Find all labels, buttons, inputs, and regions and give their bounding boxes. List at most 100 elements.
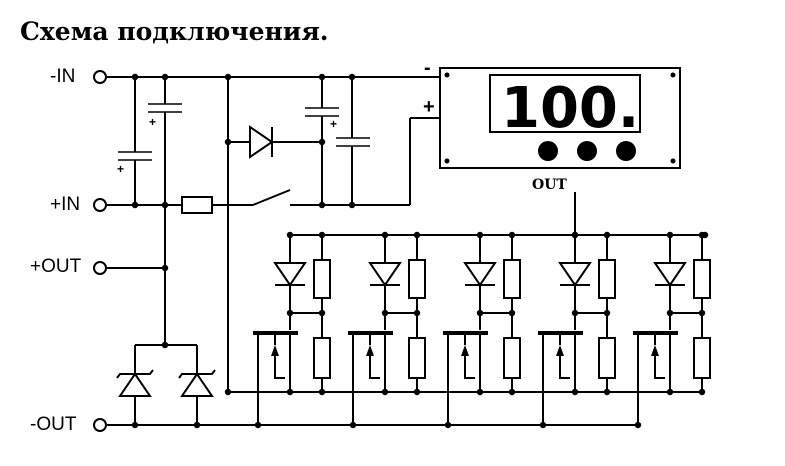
stage-resistor-top — [313, 259, 331, 299]
junction-dot — [571, 231, 579, 239]
stage-resistor-top — [503, 259, 521, 299]
junction-dots — [131, 73, 709, 429]
terminal-plus-in — [93, 198, 107, 212]
junction-dot — [539, 421, 547, 429]
junction-dot — [161, 341, 169, 349]
display-module: 100. — [439, 67, 681, 169]
stage-resistor-bottom — [313, 337, 331, 379]
junction-dot — [476, 309, 484, 317]
display-button-2 — [577, 141, 597, 161]
display-button-1 — [538, 141, 558, 161]
terminal-label-minus-out: -OUT — [30, 414, 77, 435]
display-out-label: OUT — [532, 177, 567, 193]
junction-dot — [698, 388, 706, 396]
terminal-minus-in — [93, 70, 107, 84]
switch-contact — [252, 189, 291, 206]
display-screen — [489, 74, 641, 133]
capacitor-c4 — [336, 137, 370, 147]
stage-transistor — [443, 331, 488, 425]
junction-dot — [666, 231, 674, 239]
capacitor-c2-polarity: + — [149, 115, 156, 129]
junction-dot — [444, 421, 452, 429]
junction-dot — [476, 388, 484, 396]
junction-dot — [603, 388, 611, 396]
terminal-minus-out — [93, 418, 107, 432]
junction-dot — [286, 309, 294, 317]
junction-dot — [508, 309, 516, 317]
junction-dot — [318, 231, 326, 239]
stage-diode — [558, 262, 592, 287]
stage-resistor-top — [408, 259, 426, 299]
display-minus-sign: - — [424, 57, 431, 79]
load-stage-1 — [253, 235, 331, 425]
stage-diode — [653, 262, 687, 287]
junction-dot — [571, 309, 579, 317]
junction-dot — [603, 231, 611, 239]
load-stage-4 — [538, 235, 616, 425]
junction-dot — [161, 73, 169, 81]
stage-transistor — [348, 331, 393, 425]
junction-dot — [131, 73, 139, 81]
stage-diode — [463, 262, 497, 287]
junction-dot — [318, 309, 326, 317]
junction-dot — [161, 201, 169, 209]
junction-dot — [571, 388, 579, 396]
terminal-label-plus-in: +IN — [50, 194, 80, 215]
junction-dot — [381, 231, 389, 239]
terminal-plus-out — [93, 261, 107, 275]
tvs-diode-left — [116, 369, 154, 397]
display-button-3 — [616, 141, 636, 161]
junction-dot — [254, 421, 262, 429]
junction-dot — [318, 73, 326, 81]
junction-dot — [476, 231, 484, 239]
junction-dot — [349, 421, 357, 429]
junction-dot — [508, 231, 516, 239]
junction-dot — [666, 309, 674, 317]
capacitor-c1-polarity: + — [117, 162, 124, 176]
stage-resistor-bottom — [503, 337, 521, 379]
load-stage-5 — [633, 235, 711, 425]
stage-resistor-bottom — [693, 337, 711, 379]
display-reading: 100. — [501, 76, 639, 141]
junction-dot — [413, 309, 421, 317]
stage-resistor-top — [693, 259, 711, 299]
junction-dot — [701, 231, 709, 239]
capacitor-c3: + — [305, 107, 339, 131]
junction-dot — [381, 388, 389, 396]
junction-dot — [318, 138, 326, 146]
load-stages — [253, 235, 711, 425]
junction-dot — [634, 421, 642, 429]
junction-dot — [318, 388, 326, 396]
capacitor-c3-polarity: + — [330, 117, 337, 131]
capacitor-c2: + — [148, 103, 182, 129]
junction-dot — [224, 73, 232, 81]
junction-dot — [413, 388, 421, 396]
junction-dot — [348, 73, 356, 81]
stage-transistor — [633, 331, 678, 425]
junction-dot — [413, 231, 421, 239]
junction-dot — [286, 231, 294, 239]
junction-dot — [224, 138, 232, 146]
display-plus-sign: + — [423, 96, 435, 118]
junction-dot — [381, 309, 389, 317]
stage-transistor — [538, 331, 583, 425]
junction-dot — [666, 388, 674, 396]
load-stage-3 — [443, 235, 521, 425]
stage-diode — [368, 262, 402, 287]
stage-resistor-bottom — [598, 337, 616, 379]
stage-resistor-top — [598, 259, 616, 299]
junction-dot — [286, 388, 294, 396]
junction-dot — [318, 201, 326, 209]
stage-resistor-bottom — [408, 337, 426, 379]
terminal-label-plus-out: +OUT — [30, 256, 82, 277]
diode-protection — [249, 125, 274, 159]
junction-dot — [161, 264, 169, 272]
junction-dot — [348, 201, 356, 209]
capacitor-c1: + — [117, 151, 152, 176]
tvs-diode-right — [178, 369, 216, 397]
junction-dot — [603, 309, 611, 317]
junction-dot — [508, 388, 516, 396]
resistor-input — [181, 196, 213, 214]
diagram-title: Схема подключения. — [20, 17, 329, 46]
